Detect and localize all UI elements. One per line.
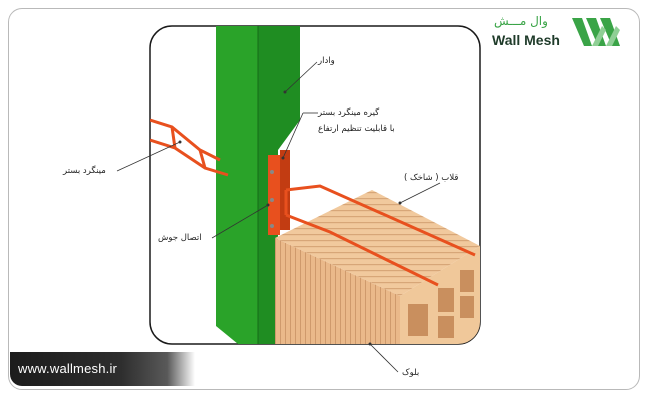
brand-name-fa: وال مـــش bbox=[494, 14, 548, 28]
label-weld: اتصال جوش bbox=[158, 233, 202, 243]
leader-hook bbox=[399, 182, 441, 204]
leader-mesh bbox=[116, 141, 181, 172]
leader-weld bbox=[211, 204, 269, 239]
block-front bbox=[275, 238, 400, 344]
wall-mesh-logo-icon bbox=[572, 18, 620, 46]
block-top bbox=[275, 190, 480, 296]
footer-bar bbox=[10, 352, 195, 386]
hook-wire bbox=[284, 184, 476, 287]
steel-column bbox=[216, 26, 258, 344]
label-mesh: مینگرد بستر bbox=[63, 166, 106, 176]
label-hook: قلاب ( شاخک ) bbox=[404, 173, 459, 183]
leader-column bbox=[284, 61, 318, 93]
steel-column-side bbox=[258, 26, 300, 344]
label-clamp-line2: با قابلیت تنظیم ارتفاع bbox=[318, 124, 395, 134]
brand-logo: وال مـــش Wall Mesh bbox=[488, 14, 638, 54]
leader-block bbox=[369, 343, 399, 373]
height-adjust-clamp bbox=[268, 155, 280, 235]
brand-name-en: Wall Mesh bbox=[492, 32, 560, 48]
label-clamp-line1: گیره مینگرد بستر bbox=[318, 108, 380, 118]
label-block: بلوک bbox=[402, 368, 420, 378]
website-url[interactable]: www.wallmesh.ir bbox=[18, 361, 118, 376]
label-column: وادار bbox=[318, 56, 335, 66]
